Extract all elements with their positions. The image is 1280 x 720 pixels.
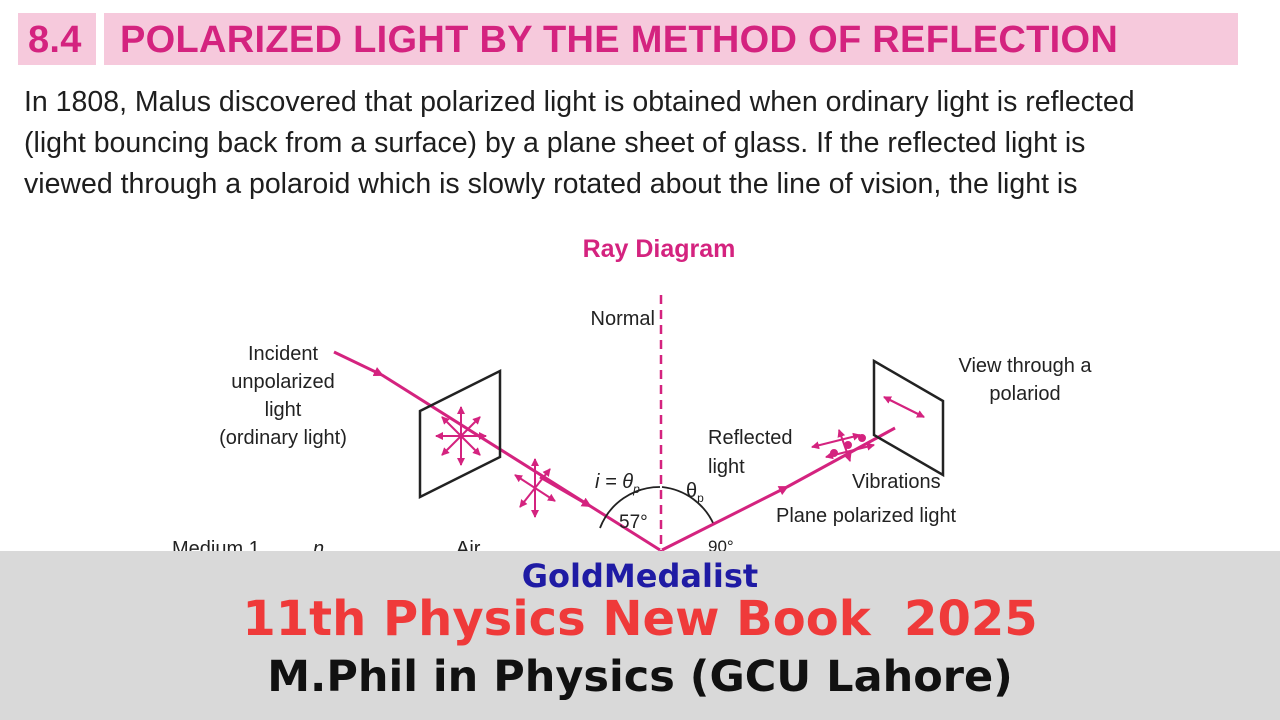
reflected-label-line: Reflected — [708, 427, 793, 449]
angle-i-label: i = θp — [595, 471, 640, 496]
unpolarized-plate — [418, 368, 502, 500]
angle-57-label: 57° — [619, 512, 648, 533]
paragraph-line: viewed through a polaroid which is slowl… — [24, 168, 1078, 200]
footer-banner: GoldMedalist 11th Physics New Book 2025 … — [0, 551, 1280, 720]
air-label: Air — [456, 538, 481, 555]
reflected-label-line: light — [708, 456, 745, 478]
plane-polarized-label: Plane polarized light — [776, 505, 957, 527]
brand-name: GoldMedalist — [521, 557, 759, 595]
angle-theta-arc — [661, 486, 715, 526]
paragraph-line: (light bouncing back from a surface) by … — [24, 127, 1086, 159]
vibrations-label: Vibrations — [852, 471, 941, 493]
incident-ray-vibrations — [514, 458, 556, 518]
incident-label-line: unpolarized — [231, 371, 334, 393]
section-number: 8.4 — [28, 19, 82, 61]
n-label: n — [313, 538, 324, 555]
polaroid-vibration — [883, 396, 925, 418]
reflected-ray — [661, 485, 789, 552]
incident-label-line: (ordinary light) — [219, 427, 347, 449]
polaroid-plate — [872, 358, 945, 478]
ray-diagram: Ray Diagram Normal Incident unpolarized … — [172, 235, 1092, 555]
paragraph-line: In 1808, Malus discovered that polarized… — [24, 86, 1135, 118]
incident-label-line: Incident — [248, 343, 318, 365]
normal-label: Normal — [591, 308, 655, 330]
reflected-ray-vibrations — [811, 429, 875, 462]
incident-ray-arrow — [539, 475, 592, 508]
unpolarized-vibrations — [435, 406, 487, 466]
incident-label-line: light — [265, 399, 302, 421]
instructor-credential: M.Phil in Physics (GCU Lahore) — [267, 652, 1013, 702]
course-title: 11th Physics New Book 2025 — [242, 591, 1038, 647]
section-title: POLARIZED LIGHT BY THE METHOD OF REFLECT… — [120, 19, 1119, 61]
section-heading: 8.4 POLARIZED LIGHT BY THE METHOD OF REF… — [18, 13, 1238, 65]
body-paragraph: In 1808, Malus discovered that polarized… — [24, 82, 1244, 205]
incident-ray — [381, 373, 661, 552]
angle-90-label: 90° — [708, 537, 734, 555]
medium-label: Medium 1 — [172, 538, 260, 555]
angle-theta-label: θp — [686, 480, 704, 505]
section-number-box: 8.4 — [18, 13, 96, 65]
incident-ray — [333, 350, 384, 377]
angle-i-arc — [599, 486, 661, 529]
section-title-box: POLARIZED LIGHT BY THE METHOD OF REFLECT… — [104, 13, 1238, 65]
diagram-title: Ray Diagram — [583, 235, 736, 263]
view-label-line: View through a — [958, 355, 1092, 377]
view-label-line: polariod — [989, 383, 1060, 405]
